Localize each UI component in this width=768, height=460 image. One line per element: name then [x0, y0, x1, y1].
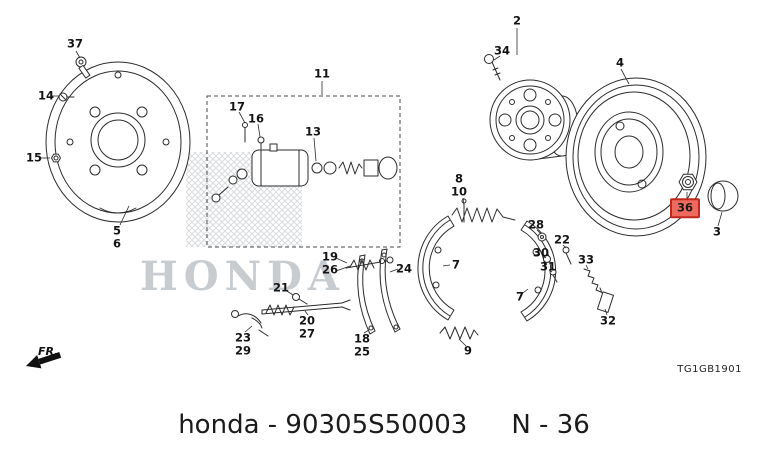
part-callout-33[interactable]: 33: [577, 252, 595, 267]
part-callout-13[interactable]: 13: [304, 124, 322, 139]
diagram-code: TG1GB1901: [677, 364, 742, 375]
anchor-spring: [583, 268, 602, 293]
piston-cup-ring: [311, 162, 323, 174]
brake-shoe-left: [417, 215, 455, 321]
part-callout-26[interactable]: 26: [321, 262, 339, 277]
part-callout-24[interactable]: 24: [395, 261, 413, 276]
part-callout-7[interactable]: 7: [515, 289, 525, 304]
wheel-cylinder-box: [206, 95, 401, 248]
part-callout-18[interactable]: 18: [353, 331, 371, 346]
part-callout-22[interactable]: 22: [553, 232, 571, 247]
part-callout-11[interactable]: 11: [313, 66, 331, 81]
part-callout-6[interactable]: 6: [112, 236, 122, 251]
part-callout-34[interactable]: 34: [493, 43, 511, 58]
anchor-block: [596, 287, 614, 313]
part-callout-5[interactable]: 5: [112, 223, 122, 238]
part-callout-29[interactable]: 29: [234, 343, 252, 358]
cable-end: [231, 310, 269, 337]
brake-drum: [565, 77, 707, 237]
part-callout-23[interactable]: 23: [234, 330, 252, 345]
plate-bolt: [75, 56, 91, 79]
part-callout-16[interactable]: 16: [247, 111, 265, 126]
backing-plate: [45, 61, 191, 223]
part-callout-4[interactable]: 4: [615, 55, 625, 70]
part-callout-21[interactable]: 21: [272, 280, 290, 295]
part-callout-8[interactable]: 8: [454, 171, 464, 186]
watermark: HONDA: [140, 253, 345, 300]
part-callout-25[interactable]: 25: [353, 344, 371, 359]
part-callout-20[interactable]: 20: [298, 313, 316, 328]
leader-lines: [41, 28, 723, 347]
part-callout-37[interactable]: 37: [66, 36, 84, 51]
wheel-cylinder-assembly: [211, 122, 398, 203]
part-callout-19[interactable]: 19: [321, 249, 339, 264]
part-callout-14[interactable]: 14: [37, 88, 55, 103]
part-callout-17[interactable]: 17: [228, 99, 246, 114]
spindle-nut: [678, 173, 698, 191]
hub-bolt: [484, 54, 501, 81]
footer-catalog-ref: N - 36: [511, 410, 590, 440]
lower-return-spring: [439, 326, 479, 340]
part-callout-10[interactable]: 10: [450, 184, 468, 199]
fr-arrow: FR.: [26, 345, 62, 369]
part-callout-2[interactable]: 2: [512, 13, 522, 28]
shoe-hardware: [537, 232, 572, 283]
part-callout-15[interactable]: 15: [25, 150, 43, 165]
part-callout-3[interactable]: 3: [712, 224, 722, 239]
footer-part-number: honda - 90305S50003: [178, 410, 468, 440]
parking-brake-lever: [357, 248, 401, 335]
part-callout-36[interactable]: 36: [669, 198, 701, 218]
part-callout-9[interactable]: 9: [463, 343, 473, 358]
part-callout-28[interactable]: 28: [527, 217, 545, 232]
part-callout-30[interactable]: 30: [532, 245, 550, 260]
part-callout-27[interactable]: 27: [298, 326, 316, 341]
part-callout-31[interactable]: 31: [539, 259, 557, 274]
cylinder-spring: [338, 161, 363, 175]
part-callout-32[interactable]: 32: [599, 313, 617, 328]
part-callout-7[interactable]: 7: [451, 257, 461, 272]
plate-nut: [51, 153, 61, 163]
footer-caption: honda - 90305S50003 N - 36: [0, 410, 768, 440]
plate-screw: [58, 92, 75, 102]
grease-cap: [707, 180, 739, 212]
strut-rod: [261, 293, 351, 316]
